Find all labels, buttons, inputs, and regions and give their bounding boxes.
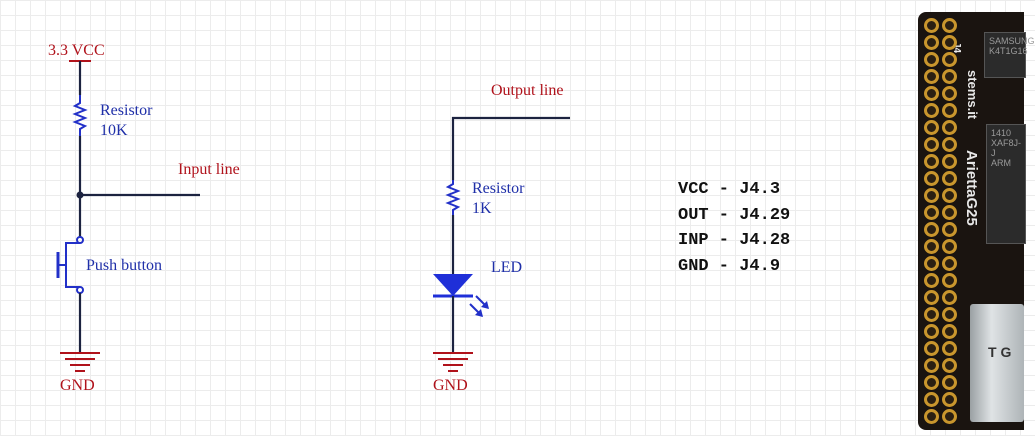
header-pin-pad xyxy=(924,103,939,118)
pin-map-gnd: GND - J4.9 xyxy=(678,256,781,276)
header-pin-pad xyxy=(942,18,957,33)
pin-map-inp: INP - J4.28 xyxy=(678,231,791,250)
header-pin-pad xyxy=(942,290,957,305)
header-pin-pad xyxy=(924,341,939,356)
resistor-10k-symbol xyxy=(72,95,88,136)
chip2-line1: 1410 xyxy=(991,128,1012,138)
header-pin-pad xyxy=(942,273,957,288)
chip2-line2: XAF8J-J xyxy=(991,138,1022,158)
pin-map-vcc: VCC - J4.3 xyxy=(678,180,781,199)
pin-mapping-list: VCC - J4.3 OUT - J4.29 INP - J4.28 GND -… xyxy=(678,177,790,279)
header-pin-pad xyxy=(942,341,957,356)
output-line-label: Output line xyxy=(491,82,563,99)
pin-map-out: OUT - J4.29 xyxy=(678,205,791,225)
header-pin-pad xyxy=(942,205,957,220)
header-pin-pad xyxy=(942,120,957,135)
header-pin-pad xyxy=(924,324,939,339)
header-pin-pad xyxy=(924,120,939,135)
header-pin-pad xyxy=(942,392,957,407)
gnd-label-left: GND xyxy=(60,377,95,394)
header-pin-pad xyxy=(924,239,939,254)
resistor-10k-value: 10K xyxy=(100,122,128,139)
header-pin-pad xyxy=(942,69,957,84)
header-pin-pad xyxy=(942,256,957,271)
ground-symbol-right xyxy=(433,352,473,372)
chip2-line3: ARM xyxy=(991,158,1011,168)
header-pin-pad xyxy=(924,375,939,390)
header-pin-pad xyxy=(942,86,957,101)
header-pin-pad xyxy=(942,222,957,237)
junction-dot xyxy=(76,191,84,199)
header-pin-pad xyxy=(924,52,939,67)
header-pin-pad xyxy=(924,307,939,322)
header-pin-pad xyxy=(924,205,939,220)
header-pin-pad xyxy=(942,35,957,50)
push-button-symbol xyxy=(56,236,84,294)
header-pin-pad xyxy=(942,307,957,322)
push-button-label: Push button xyxy=(86,257,162,274)
header-pin-pad xyxy=(942,154,957,169)
sd-card-slot: T G xyxy=(970,304,1024,422)
vcc-rail xyxy=(69,60,91,95)
header-pin-pad xyxy=(924,290,939,305)
header-pin-pad xyxy=(924,154,939,169)
resistor-1k-symbol xyxy=(445,180,461,215)
header-pin-pad xyxy=(924,137,939,152)
input-line-label: Input line xyxy=(178,161,240,178)
header-pin-pad xyxy=(942,358,957,373)
header-pin-pad xyxy=(924,69,939,84)
header-pin-pad xyxy=(942,324,957,339)
header-pin-pad xyxy=(924,222,939,237)
chip1-line2: K4T1G16 xyxy=(989,46,1028,56)
resistor-10k-name: Resistor xyxy=(100,102,153,119)
sd-card-text: T G xyxy=(988,344,1012,360)
header-pin-pad xyxy=(942,103,957,118)
header-pin-pad xyxy=(924,35,939,50)
header-pin-pad xyxy=(924,86,939,101)
output-line-wire xyxy=(451,116,570,180)
cpu-chip: 1410 XAF8J-J ARM xyxy=(986,124,1026,244)
led-label: LED xyxy=(491,259,522,276)
header-pin-pad xyxy=(924,171,939,186)
header-pin-pad xyxy=(924,392,939,407)
header-pin-pad xyxy=(924,256,939,271)
header-pin-pad xyxy=(924,358,939,373)
header-pin-pad xyxy=(942,239,957,254)
ground-symbol-left xyxy=(60,352,100,372)
header-pin-pad xyxy=(942,171,957,186)
led-symbol xyxy=(433,274,489,317)
silk-brand-text: AriettaG25 xyxy=(963,150,980,226)
header-pin-pad xyxy=(924,409,939,424)
memory-chip: SAMSUNG K4T1G16 xyxy=(984,32,1035,78)
header-pin-pad xyxy=(942,52,957,67)
header-pin-pad xyxy=(942,137,957,152)
header-pin-pad xyxy=(924,273,939,288)
gnd-label-right: GND xyxy=(433,377,468,394)
silk-site-text: stems.it xyxy=(965,70,980,120)
header-pin-pad xyxy=(924,188,939,203)
header-pin-pad xyxy=(942,188,957,203)
arietta-g25-board-photo: SAMSUNG K4T1G16 1410 XAF8J-J ARM stems.i… xyxy=(918,12,1035,430)
chip1-line1: SAMSUNG xyxy=(989,36,1035,46)
resistor-1k-name: Resistor xyxy=(472,180,525,197)
resistor-1k-value: 1K xyxy=(472,200,492,217)
header-pin-pad xyxy=(942,409,957,424)
header-pin-pad xyxy=(924,18,939,33)
vcc-label: 3.3 VCC xyxy=(48,42,105,59)
header-pin-pad xyxy=(942,375,957,390)
